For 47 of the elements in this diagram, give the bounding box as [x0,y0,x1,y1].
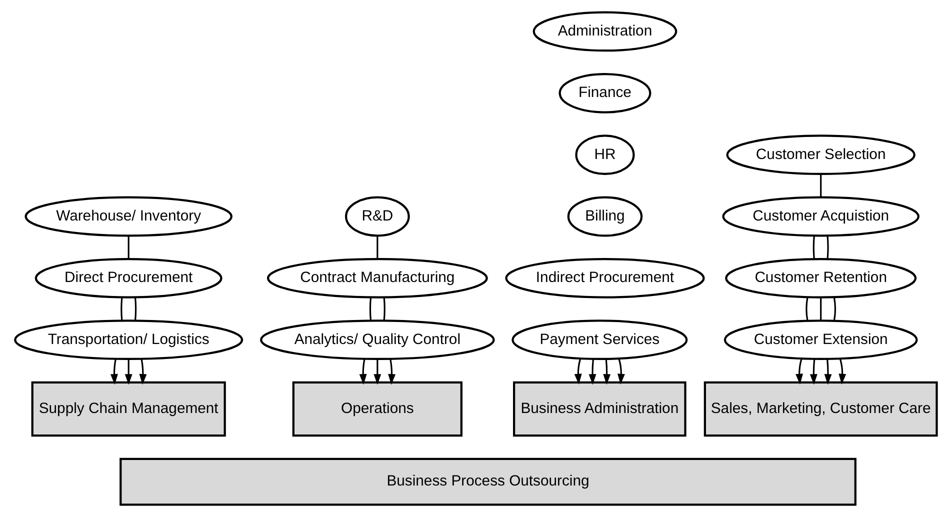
node-ellipse: Payment Services [511,320,688,360]
connector [820,297,822,321]
node-ellipse: Customer Selection [726,134,915,176]
arrow [388,359,396,385]
connector [832,297,836,321]
node-box: Sales, Marketing, Customer Care [703,381,938,437]
connector [134,297,136,321]
node-ellipse: Customer Extension [723,320,918,360]
arrow [838,358,846,385]
arrow [358,359,366,385]
node-box: Business Process Outsourcing [119,458,856,506]
node-ellipse: Finance [558,72,651,114]
node-ellipse: Transportation/ Logistics [14,320,243,360]
arrow [617,358,624,384]
node-ellipse: Customer Retention [724,258,916,298]
connector [805,297,808,321]
connector [826,236,828,260]
connector [368,297,372,321]
node-ellipse: Indirect Procurement [504,258,704,298]
arrow [824,359,832,385]
node-ellipse: Administration [532,11,677,52]
connector [120,297,122,321]
connector [820,174,822,198]
arrow [124,359,132,385]
node-ellipse: R&D [344,196,410,237]
node-ellipse: Contract Manufacturing [266,258,488,298]
connector [127,236,129,260]
connector [376,236,378,260]
arrow [602,359,610,385]
node-ellipse: Warehouse/ Inventory [24,196,232,237]
arrow [574,358,582,384]
node-box: Business Administration [512,381,686,437]
arrow [373,359,381,385]
connector [812,236,814,260]
node-ellipse: Direct Procurement [34,258,222,298]
node-ellipse: HR [574,134,634,176]
connector [382,297,385,321]
arrow [110,359,118,385]
arrow [588,359,596,385]
node-ellipse: Billing [566,196,642,237]
arrow [809,359,817,385]
node-box: Operations [292,381,462,437]
node-ellipse: Customer Acquistion [722,196,919,237]
arrow [795,358,802,384]
node-box: Supply Chain Management [30,381,226,437]
arrow [138,359,146,385]
node-ellipse: Analytics/ Quality Control [260,320,494,360]
